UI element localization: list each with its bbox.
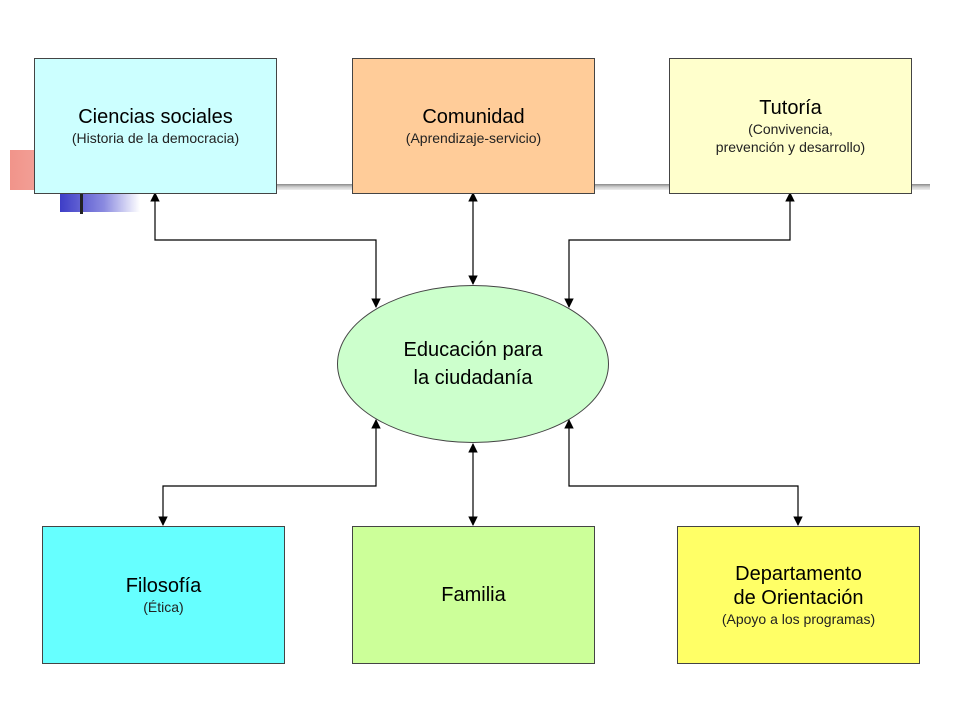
node-title: Ciencias sociales (78, 106, 233, 128)
node-subtitle-line-1: (Convivencia, (748, 121, 833, 137)
node-subtitle: (Aprendizaje-servicio) (405, 130, 542, 146)
edge-orientacion-center (564, 419, 803, 526)
node-title-line-1: Departamento (735, 563, 862, 585)
node-title-line-2: de Orientación (733, 587, 864, 609)
node-title: Familia (441, 584, 506, 606)
center-title-line-1: Educación para (403, 339, 543, 361)
node-ciencias-sociales: Ciencias sociales (Historia de la democr… (34, 58, 277, 194)
node-departamento-orientacion: Departamento de Orientación (Apoyo a los… (677, 526, 920, 664)
edge-ciencias-center (150, 192, 381, 308)
node-title: Filosofía (125, 575, 202, 597)
node-comunidad: Comunidad (Aprendizaje-servicio) (352, 58, 595, 194)
edge-tutoria-center (564, 192, 795, 308)
node-title: Tutoría (759, 97, 822, 119)
decorative-horizontal-line (270, 184, 930, 190)
node-title: Comunidad (422, 106, 525, 128)
center-title-line-2: la ciudadanía (413, 367, 533, 389)
node-filosofia: Filosofía (Ética) (42, 526, 285, 664)
node-subtitle: (Ética) (143, 599, 184, 615)
node-educacion-ciudadania: Educación para la ciudadanía (337, 285, 609, 443)
node-subtitle: (Historia de la democracia) (71, 130, 240, 146)
node-subtitle-line-2: prevención y desarrollo) (715, 139, 866, 155)
node-tutoria: Tutoría (Convivencia, prevención y desar… (669, 58, 912, 194)
node-familia: Familia (352, 526, 595, 664)
edge-filosofia-center (158, 419, 381, 526)
decorative-tick (80, 190, 83, 214)
node-subtitle: (Apoyo a los programas) (721, 611, 876, 627)
